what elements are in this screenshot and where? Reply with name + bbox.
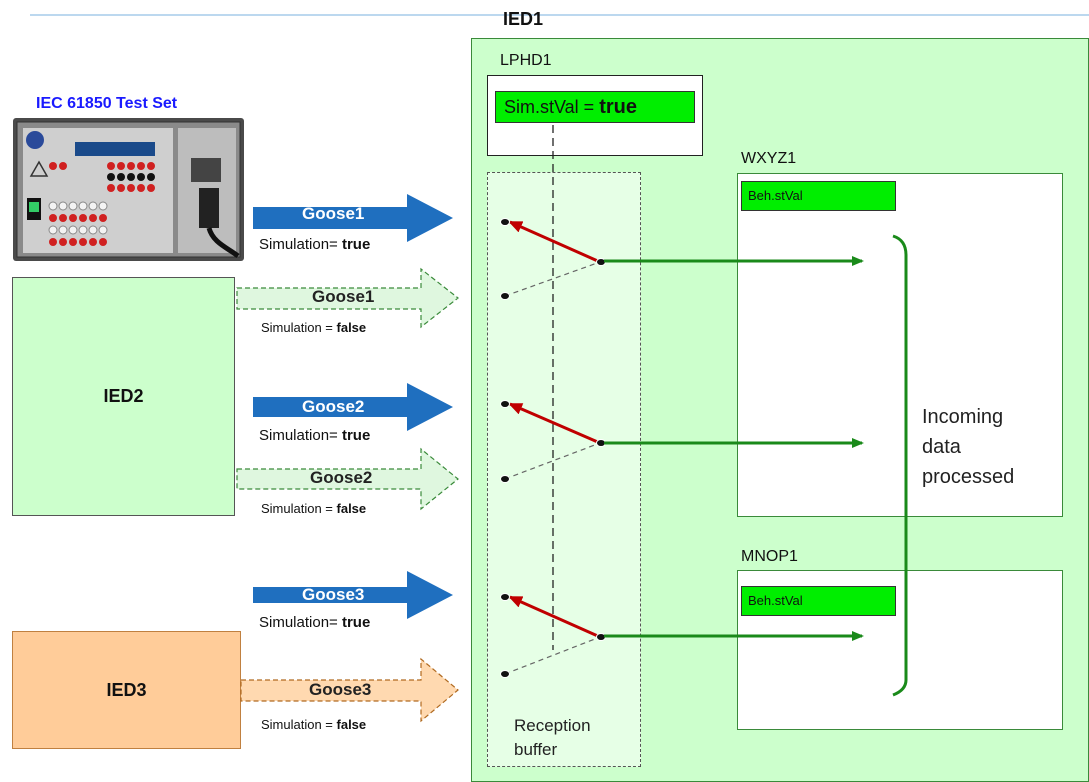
mnop1-box — [737, 570, 1063, 730]
terminal-goose1-sim — [500, 218, 510, 226]
goose3-sim-sim-prefix: Simulation= — [259, 614, 342, 631]
switch-active-1 — [508, 220, 601, 264]
goose1-sim-sim-prefix: Simulation= — [259, 236, 342, 253]
goose3-normal-label: Goose3 — [309, 680, 372, 699]
ied3-label: IED3 — [106, 679, 147, 700]
goose1-normal-sim-prefix: Simulation = — [261, 320, 337, 335]
processing-bracket — [892, 234, 908, 697]
test-set-device-image — [13, 118, 244, 261]
incoming-line1: Incoming — [922, 406, 1004, 428]
goose3-sim-label: Goose3 — [302, 585, 365, 604]
terminal-goose2-normal — [500, 475, 510, 483]
goose1-sim-arrow — [253, 194, 453, 242]
goose1-normal-sim-value: false — [336, 320, 367, 335]
goose2-sim-arrow — [253, 383, 453, 431]
goose3-sim-simulation: Simulation= true — [259, 614, 370, 631]
incoming-line2: data — [922, 436, 961, 458]
test-set-illustration — [16, 121, 241, 258]
reception-buffer-label: Reception buffer — [492, 714, 632, 762]
reception-buffer — [487, 172, 641, 767]
switch-dash-1 — [504, 261, 601, 297]
lphd1-label: LPHD1 — [500, 52, 552, 69]
goose2-normal-sim-value: false — [336, 501, 367, 516]
incoming-line3: processed — [922, 466, 1015, 488]
terminal-goose2-sim — [500, 400, 510, 408]
goose3-sim-arrow — [253, 571, 453, 619]
goose2-normal-label: Goose2 — [310, 468, 373, 487]
test-set-title: IEC 61850 Test Set — [36, 95, 178, 112]
switch-dash-3 — [504, 636, 601, 675]
incoming-data-processed-label: Incoming data processed — [922, 402, 1014, 492]
goose3-sim-sim-value: true — [341, 614, 371, 631]
goose3-normal-sim-prefix: Simulation = — [261, 717, 337, 732]
goose1-normal-label: Goose1 — [312, 287, 375, 306]
goose2-sim-simulation: Simulation= true — [259, 427, 370, 444]
top-divider-line — [30, 14, 1089, 16]
ied2-label: IED2 — [103, 386, 144, 406]
ied1-title: IED1 — [503, 9, 544, 29]
goose2-normal-simulation: Simulation = false — [261, 501, 366, 516]
goose1-sim-sim-value: true — [341, 236, 371, 253]
terminal-goose1-normal — [500, 292, 510, 300]
wxyz1-beh-stval: Beh.stVal — [741, 181, 896, 211]
switch-dash-2 — [504, 442, 601, 480]
wxyz1-label: WXYZ1 — [741, 150, 797, 167]
goose3-normal-sim-value: false — [336, 717, 367, 732]
reception-buffer-label-line2: buffer — [514, 740, 558, 759]
mnop1-label: MNOP1 — [741, 548, 798, 565]
goose3-normal-arrow — [240, 657, 459, 723]
goose2-normal-sim-prefix: Simulation = — [261, 501, 337, 516]
goose1-sim-simulation: Simulation= true — [259, 236, 370, 253]
sim-stval-indicator: Sim.stVal = true — [495, 91, 695, 123]
sim-stval-prefix: Sim.stVal = — [504, 97, 600, 117]
switch-active-2 — [508, 402, 601, 445]
goose2-sim-sim-prefix: Simulation= — [259, 427, 342, 444]
sim-stval-value: true — [599, 96, 637, 118]
goose2-sim-label: Goose2 — [302, 397, 365, 416]
goose3-normal-simulation: Simulation = false — [261, 717, 366, 732]
goose2-sim-sim-value: true — [341, 427, 371, 444]
ied2-box: IED2 — [12, 277, 235, 516]
wxyz1-box — [737, 173, 1063, 517]
goose1-normal-arrow — [236, 267, 459, 329]
terminal-goose3-normal — [500, 670, 510, 678]
switch-active-3 — [508, 595, 601, 639]
goose2-normal-arrow — [236, 447, 459, 511]
reception-buffer-label-line1: Reception — [514, 716, 591, 735]
terminal-goose3-sim — [500, 593, 510, 601]
goose1-sim-label: Goose1 — [302, 204, 365, 223]
mnop1-beh-stval: Beh.stVal — [741, 586, 896, 616]
goose1-normal-simulation: Simulation = false — [261, 320, 366, 335]
